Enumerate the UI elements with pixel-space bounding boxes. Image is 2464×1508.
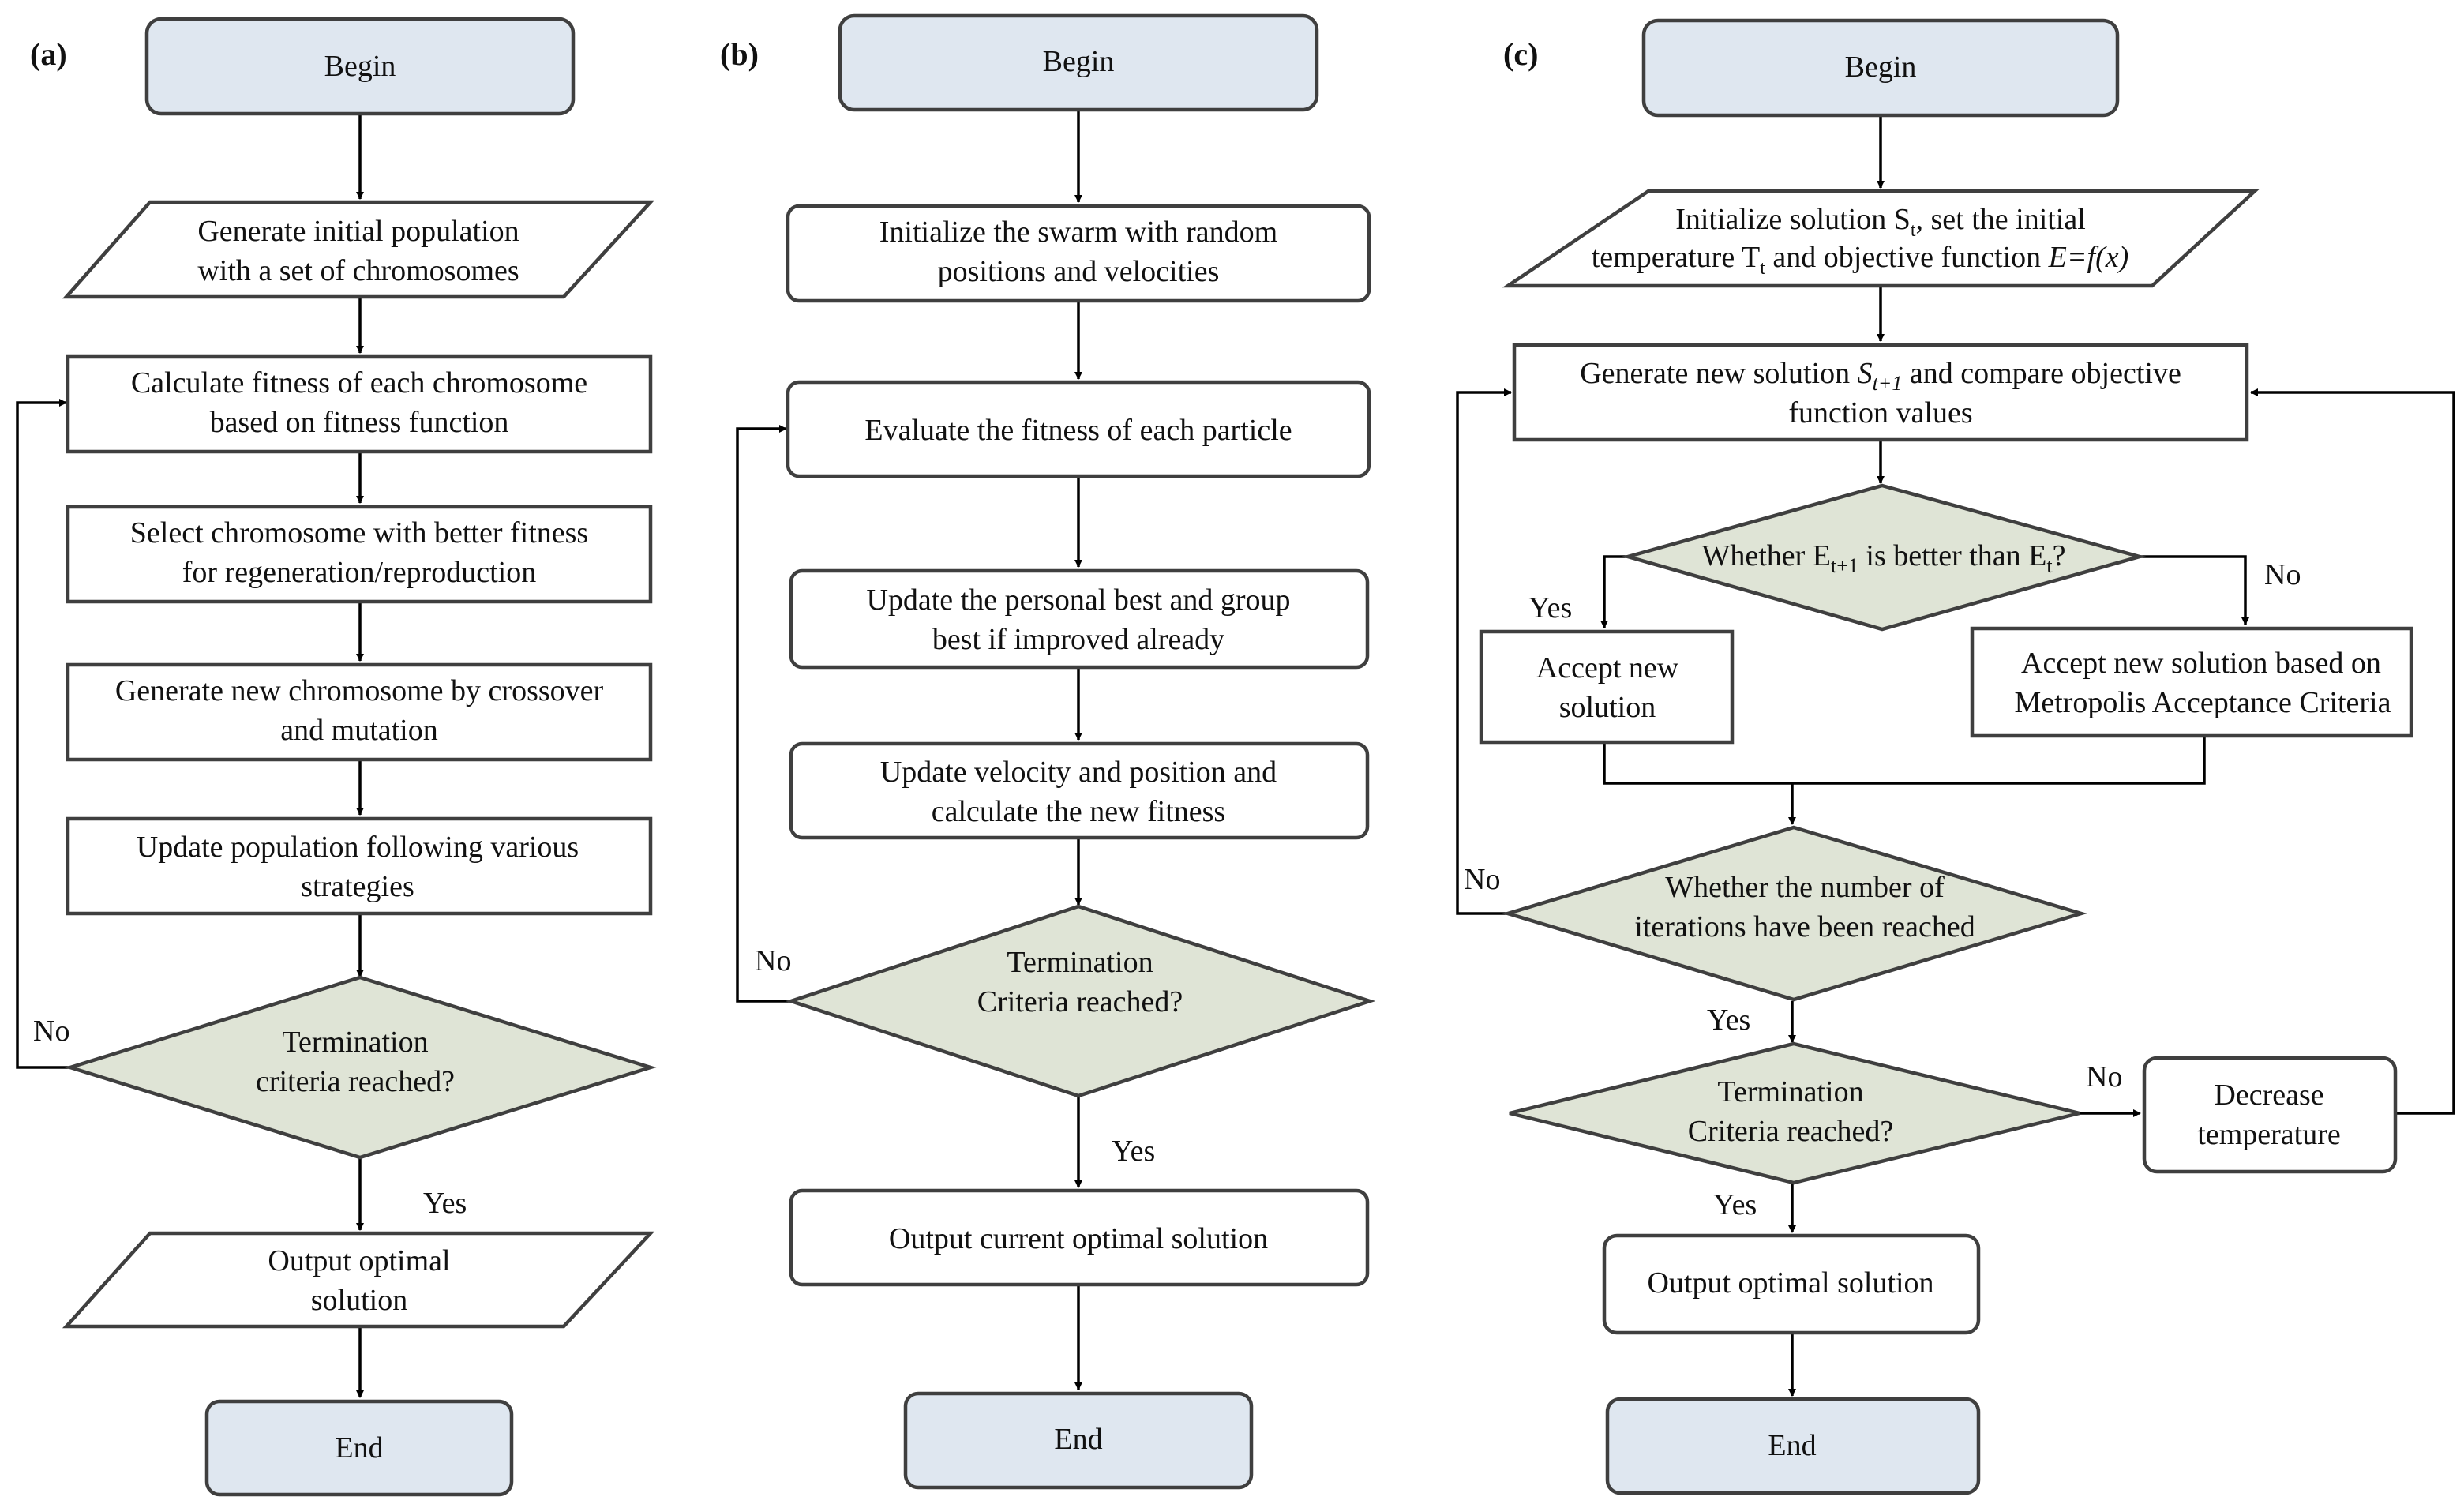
panel-b-label: (b): [720, 36, 759, 72]
a-begin-terminal: [144, 17, 576, 116]
b-yes-label: Yes: [1112, 1135, 1155, 1168]
a-init-line-2: with a set of chromosomes: [197, 254, 519, 287]
a-update-line-2: strategies: [301, 870, 414, 903]
b-output-text: Output current optimal solution: [889, 1222, 1268, 1255]
b-term-line-1: Termination: [1007, 946, 1153, 979]
a-init-data: [62, 200, 655, 299]
b-update-vel-line-2: calculate the new fitness: [932, 795, 1225, 828]
a-term-line-2: criteria reached?: [256, 1065, 455, 1098]
c-begin-text: Begin: [1845, 51, 1917, 84]
a-termination-decision: [64, 975, 657, 1160]
b-end-terminal: [903, 1391, 1254, 1490]
c-termination-decision: [1509, 1041, 2080, 1185]
a-update-line-1: Update population following various: [137, 831, 579, 864]
c-end-text: End: [1768, 1429, 1816, 1462]
a-output-line-1: Output optimal: [268, 1244, 450, 1277]
b-update-vel-line-1: Update velocity and position and: [880, 756, 1277, 789]
a-calc-line-1: Calculate fitness of each chromosome: [131, 366, 587, 400]
a-calc-line-2: based on fitness function: [210, 406, 509, 439]
c-no-label-1: No: [2264, 558, 2301, 591]
c-init-data: [1502, 189, 2260, 288]
c-output-text: Output optimal solution: [1647, 1266, 1933, 1300]
panel-c: Begin Initialize solution St, set the in…: [1464, 18, 2413, 1495]
a-begin-text: Begin: [324, 50, 396, 83]
a-calc-process: [66, 354, 653, 454]
b-update-velocity-process: [789, 741, 1370, 840]
c-end-terminal: [1605, 1397, 1981, 1495]
b-eval-process: [786, 380, 1371, 478]
b-init-line-1: Initialize the swarm with random: [879, 216, 1277, 249]
a-end-terminal: [204, 1399, 514, 1497]
c-init-line-1: Initialize solution St, set the initial: [1675, 203, 2086, 241]
a-select-line-2: for regeneration/reproduction: [182, 556, 536, 589]
b-termination-decision: [785, 904, 1376, 1098]
a-end-text: End: [335, 1431, 383, 1465]
a-output-line-2: solution: [311, 1284, 407, 1317]
a-no-label: No: [33, 1015, 69, 1048]
c-yes-label-2: Yes: [1707, 1003, 1750, 1037]
connectors: [16, 110, 2455, 1398]
b-update-best-line-2: best if improved already: [932, 623, 1224, 656]
b-begin-text: Begin: [1043, 45, 1115, 78]
a-generate-line-2: and mutation: [280, 714, 437, 747]
c-yes-label-3: Yes: [1713, 1188, 1757, 1221]
a-output-data: [62, 1231, 655, 1329]
c-decrease-line-2: temperature: [2197, 1118, 2340, 1151]
c-output-process: [1602, 1233, 1981, 1335]
c-accept-line-2: solution: [1559, 691, 1656, 724]
b-update-best-process: [789, 568, 1370, 670]
a-yes-label: Yes: [423, 1187, 467, 1220]
b-update-best-line-1: Update the personal best and group: [866, 583, 1290, 617]
c-no-label-3: No: [2086, 1060, 2122, 1093]
c-accept-line-1: Accept new: [1536, 651, 1679, 685]
b-output-process: [789, 1188, 1370, 1287]
c-gen-line-1: Generate new solution St+1 and compare o…: [1580, 357, 2181, 395]
c-begin-terminal: [1641, 18, 2120, 118]
c-decrease-line-1: Decrease: [2214, 1078, 2323, 1112]
b-begin-terminal: [838, 13, 1319, 112]
c-accept-metro-line-1: Accept new solution based on: [2021, 647, 2381, 680]
a-term-line-1: Termination: [282, 1026, 428, 1059]
panel-a: Begin Generate initial population with a…: [33, 17, 657, 1497]
a-select-line-1: Select chromosome with better fitness: [130, 516, 588, 550]
c-generate-process: [1512, 343, 2249, 442]
b-no-label: No: [755, 944, 791, 977]
c-iter-line-2: iterations have been reached: [1634, 910, 1975, 943]
a-generate-process: [66, 662, 653, 762]
b-end-text: End: [1054, 1423, 1102, 1456]
a-init-line-1: Generate initial population: [197, 215, 519, 248]
c-whether-better-decision: [1621, 483, 2147, 632]
c-gen-line-2: function values: [1788, 396, 1972, 430]
a-generate-line-1: Generate new chromosome by crossover: [115, 674, 604, 707]
panel-c-label: (c): [1503, 36, 1538, 72]
c-init-line-2: temperature Tt and objective function E=…: [1592, 241, 2129, 279]
b-term-line-2: Criteria reached?: [977, 985, 1183, 1018]
c-term-line-1: Termination: [1717, 1075, 1863, 1108]
a-select-process: [66, 505, 653, 604]
c-yes-label-1: Yes: [1528, 591, 1572, 625]
c-accept-metropolis-process: [1970, 626, 2413, 738]
c-decrease-temperature-process: [2142, 1056, 2398, 1174]
a-update-process: [66, 816, 653, 916]
c-term-line-2: Criteria reached?: [1688, 1115, 1894, 1148]
panel-b: Begin Initialize the swarm with random p…: [755, 13, 1376, 1490]
c-iterations-decision: [1502, 825, 2087, 1002]
panel-a-label: (a): [30, 36, 67, 72]
b-init-line-2: positions and velocities: [938, 255, 1220, 288]
c-accept-metro-line-2: Metropolis Acceptance Criteria: [2015, 686, 2391, 719]
c-iter-line-1: Whether the number of: [1665, 871, 1945, 904]
c-no-label-2: No: [1464, 863, 1500, 896]
b-init-process: [786, 204, 1371, 303]
b-eval-text: Evaluate the fitness of each particle: [864, 414, 1292, 447]
c-accept-process: [1479, 629, 1735, 745]
c-whether-better-text: Whether Et+1 is better than Et?: [1701, 539, 2065, 577]
